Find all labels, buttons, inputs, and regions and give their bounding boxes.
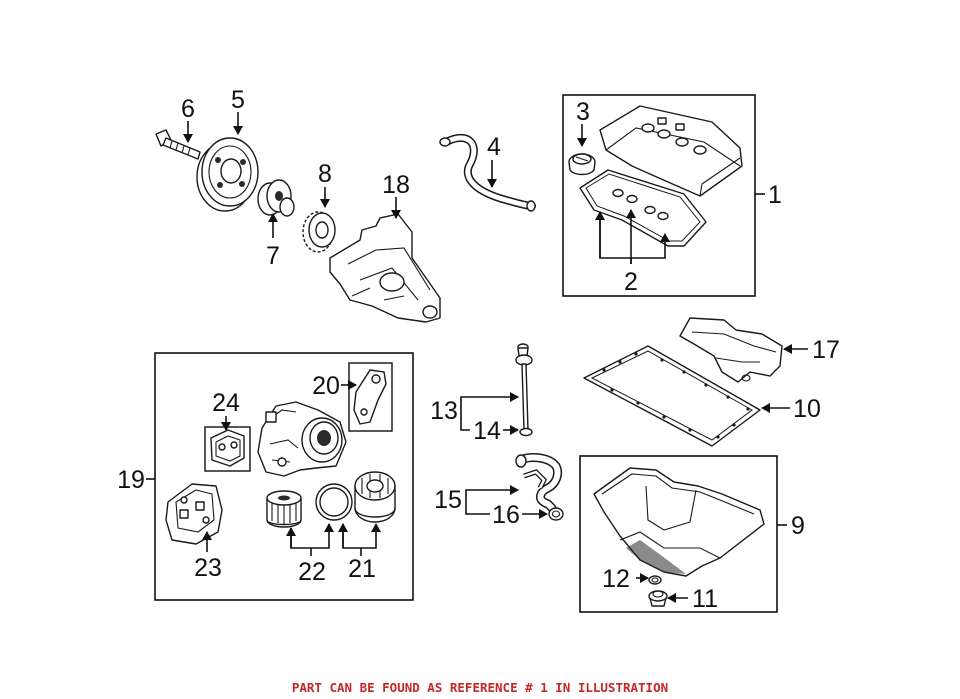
filter-o-ring-part bbox=[315, 483, 353, 521]
callout-17: 17 bbox=[812, 336, 840, 364]
crankshaft-pulley-part bbox=[196, 137, 259, 212]
callout-10: 10 bbox=[793, 395, 821, 423]
valve-cover-part bbox=[599, 105, 743, 197]
callout-7: 7 bbox=[266, 242, 280, 270]
callout-14: 14 bbox=[473, 417, 501, 445]
crank-bolt-part bbox=[155, 129, 201, 160]
callout-18: 18 bbox=[382, 171, 410, 199]
callout-11: 11 bbox=[692, 585, 718, 613]
timing-cover-part bbox=[329, 213, 441, 323]
callout-4: 4 bbox=[487, 133, 501, 161]
oil-pan-part bbox=[593, 467, 765, 577]
callout-1: 1 bbox=[768, 181, 782, 209]
pulley-hub-part bbox=[257, 179, 295, 217]
oil-cooler-part bbox=[165, 483, 223, 545]
callout-16: 16 bbox=[492, 501, 520, 529]
dipstick-tube-part bbox=[515, 453, 563, 513]
callout-8: 8 bbox=[318, 160, 332, 188]
oil-pan-group-box bbox=[579, 455, 778, 613]
drain-plug-washer-part bbox=[648, 575, 662, 585]
callout-23: 23 bbox=[194, 554, 222, 582]
callout-12: 12 bbox=[602, 565, 630, 593]
dipstick-o-ring-part bbox=[519, 427, 533, 437]
callout-20: 20 bbox=[312, 372, 340, 400]
dipstick-part bbox=[515, 343, 533, 431]
callout-22: 22 bbox=[298, 558, 326, 586]
callout-21: 21 bbox=[348, 555, 376, 583]
oil-pan-gasket-part bbox=[583, 345, 761, 447]
cooler-gasket-part bbox=[348, 362, 393, 432]
vent-hose-part bbox=[439, 133, 536, 212]
oil-filter-element-part bbox=[266, 490, 302, 528]
oil-baffle-part bbox=[679, 317, 783, 383]
callout-19: 19 bbox=[117, 466, 145, 494]
leader-lines bbox=[146, 112, 808, 603]
oil-filter-group-box bbox=[154, 352, 414, 601]
callout-5: 5 bbox=[231, 86, 245, 114]
callout-3: 3 bbox=[576, 98, 590, 126]
oil-filler-cap-part bbox=[568, 153, 596, 176]
callout-6: 6 bbox=[181, 95, 195, 123]
callout-15: 15 bbox=[434, 486, 462, 514]
crank-sprocket-part bbox=[302, 211, 336, 253]
dipstick-tube-seal-part bbox=[548, 507, 564, 521]
callout-2: 2 bbox=[624, 268, 638, 296]
valve-cover-group-box bbox=[562, 94, 756, 297]
oil-filter-cap-part bbox=[354, 471, 396, 523]
callout-13: 13 bbox=[430, 397, 458, 425]
callout-24: 24 bbox=[212, 389, 240, 417]
filter-housing-gasket-part bbox=[204, 426, 251, 472]
drain-plug-part bbox=[648, 590, 668, 607]
callout-9: 9 bbox=[791, 512, 805, 540]
filter-housing-part bbox=[257, 401, 347, 477]
reference-caption: PART CAN BE FOUND AS REFERENCE # 1 IN IL… bbox=[292, 680, 668, 695]
